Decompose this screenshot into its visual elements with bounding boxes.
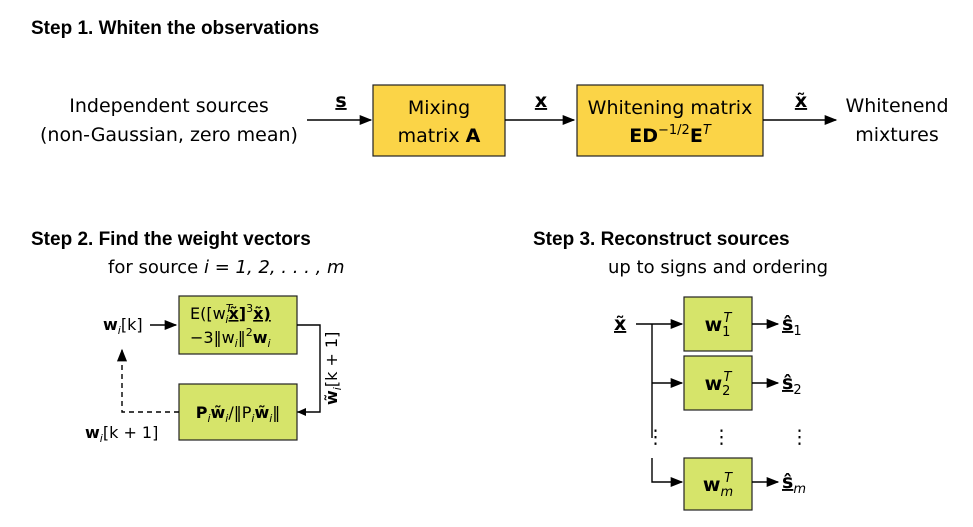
output-line1: Whitenend [845, 95, 948, 117]
step1-source-line2: (non-Gaussian, zero mean) [40, 124, 298, 146]
row1-output-label: ŝ1 [782, 313, 802, 339]
step3-arrow-row3 [651, 458, 684, 488]
step1-source-line1: Independent sources [69, 95, 268, 117]
rowm-weight-box [683, 457, 753, 511]
row1-weight-label: w1T [705, 311, 733, 340]
s-label: s [335, 90, 346, 112]
mixing-line2: matrix A [398, 125, 481, 147]
normalization-formula: Piw̃i/‖Piw̃i‖ [196, 403, 281, 425]
whitening-line1: Whitening matrix [588, 97, 753, 119]
x-label: x [535, 90, 547, 112]
reconstruct-row-2: w2T ŝ2 [683, 355, 802, 411]
input-wk-label: wi[k] [103, 315, 143, 337]
row2-output-label: ŝ2 [782, 372, 802, 398]
step1-title: Step 1. Whiten the observations [31, 18, 319, 39]
whitening-matrix-box [576, 84, 764, 157]
step2-subtitle: for source i = 1, 2, . . . , m [108, 257, 345, 278]
mixing-matrix-box [372, 84, 506, 157]
row2-weight-label: w2T [705, 370, 733, 399]
fixed-point-line2: −3‖wi‖2wi [190, 326, 271, 350]
box-column-ellipsis: ⋮ [712, 426, 731, 448]
loop-right-line [297, 324, 321, 413]
feedback-dashed-line [121, 355, 179, 413]
row2-weight-box [683, 355, 753, 411]
reconstruct-row-1: w1T ŝ1 [683, 296, 802, 352]
reconstruct-row-m: wmT ŝm [683, 457, 806, 511]
mixing-line1: Mixing [408, 97, 470, 119]
step3-trunk-ellipsis: ⋮ [646, 426, 665, 448]
fixed-point-update-box [178, 295, 298, 355]
rowm-weight-label: wmT [703, 471, 733, 500]
xtilde-label: x̃ [795, 90, 807, 112]
loop-arrow-head [297, 408, 306, 416]
rowm-output-label: ŝm [782, 471, 806, 497]
normalization-box [178, 383, 298, 441]
step3-input-label: x̃ [614, 313, 626, 335]
step2-title: Step 2. Find the weight vectors [31, 229, 311, 250]
whitening-formula: ED−1/2ET [629, 123, 712, 147]
row1-weight-box [683, 296, 753, 352]
step3-title: Step 3. Reconstruct sources [533, 229, 790, 250]
output-line2: mixtures [855, 124, 939, 146]
wtilde-side-label: w̃i[k + 1] [322, 332, 344, 405]
feedback-wk1-label: wi[k + 1] [85, 423, 158, 445]
output-column-ellipsis: ⋮ [790, 426, 809, 448]
step3-subtitle: up to signs and ordering [608, 257, 828, 278]
